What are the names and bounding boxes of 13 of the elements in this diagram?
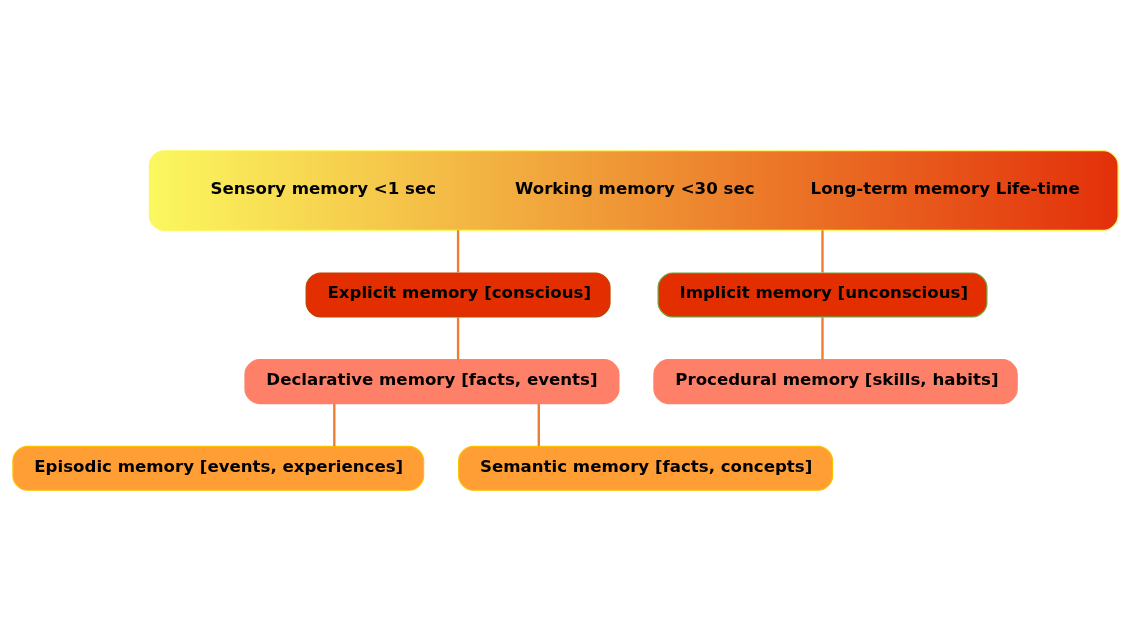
connector xyxy=(821,317,824,360)
connector xyxy=(456,230,460,273)
node-box: Explicit memory [conscious] xyxy=(305,272,611,318)
node-box: Episodic memory [events, experiences] xyxy=(12,445,425,491)
node-box: Implicit memory [unconscious] xyxy=(657,272,988,318)
node-box: Declarative memory [facts, events] xyxy=(244,359,620,405)
connector xyxy=(821,230,824,273)
connector xyxy=(456,317,460,360)
connector xyxy=(537,403,540,447)
node-box: Semantic memory [facts, concepts] xyxy=(458,445,834,491)
node-box: Sensory memory <1 sec Working memory <30 sec Long-term memory Life-time xyxy=(148,150,1119,231)
connector xyxy=(333,403,336,447)
node-box: Procedural memory [skills, habits] xyxy=(653,359,1018,405)
